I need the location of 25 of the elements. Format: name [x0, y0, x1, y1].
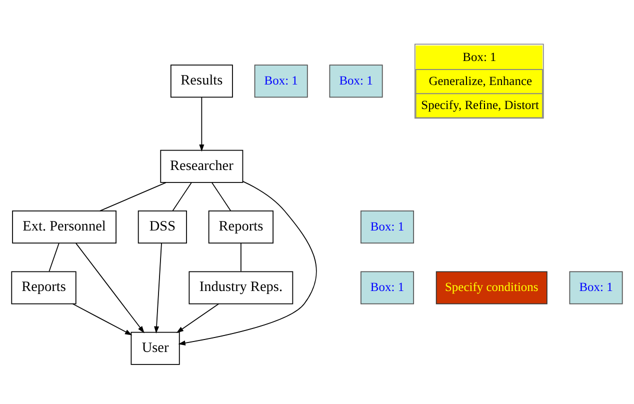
node-box: Box: 1: [329, 64, 383, 98]
connector: [48, 242, 60, 272]
node-box: Results: [170, 64, 233, 98]
node-box: DSS: [138, 210, 187, 244]
node-box: Ext. Personnel: [12, 210, 116, 244]
arrow: [154, 242, 162, 333]
node-box: Box: 1: [569, 270, 623, 304]
node-box: Researcher: [160, 149, 244, 182]
arrow: [199, 96, 204, 152]
connector: [99, 182, 166, 211]
node-box: Box: 1: [360, 210, 414, 244]
connector: [172, 182, 192, 211]
arrow: [76, 242, 144, 333]
connector: [212, 182, 231, 211]
node-box: Reports: [208, 210, 274, 244]
node-box: User: [130, 331, 180, 364]
arrow: [72, 302, 132, 335]
node-box: Specify conditions: [436, 270, 548, 304]
node-box: Box: 1: [360, 270, 414, 304]
node-box: Reports: [11, 270, 76, 304]
arrow: [176, 302, 220, 332]
arrow: [178, 180, 317, 345]
node-box: Industry Reps.: [188, 270, 294, 304]
node-box: Box: 1: [254, 64, 308, 98]
connector: [240, 242, 242, 272]
